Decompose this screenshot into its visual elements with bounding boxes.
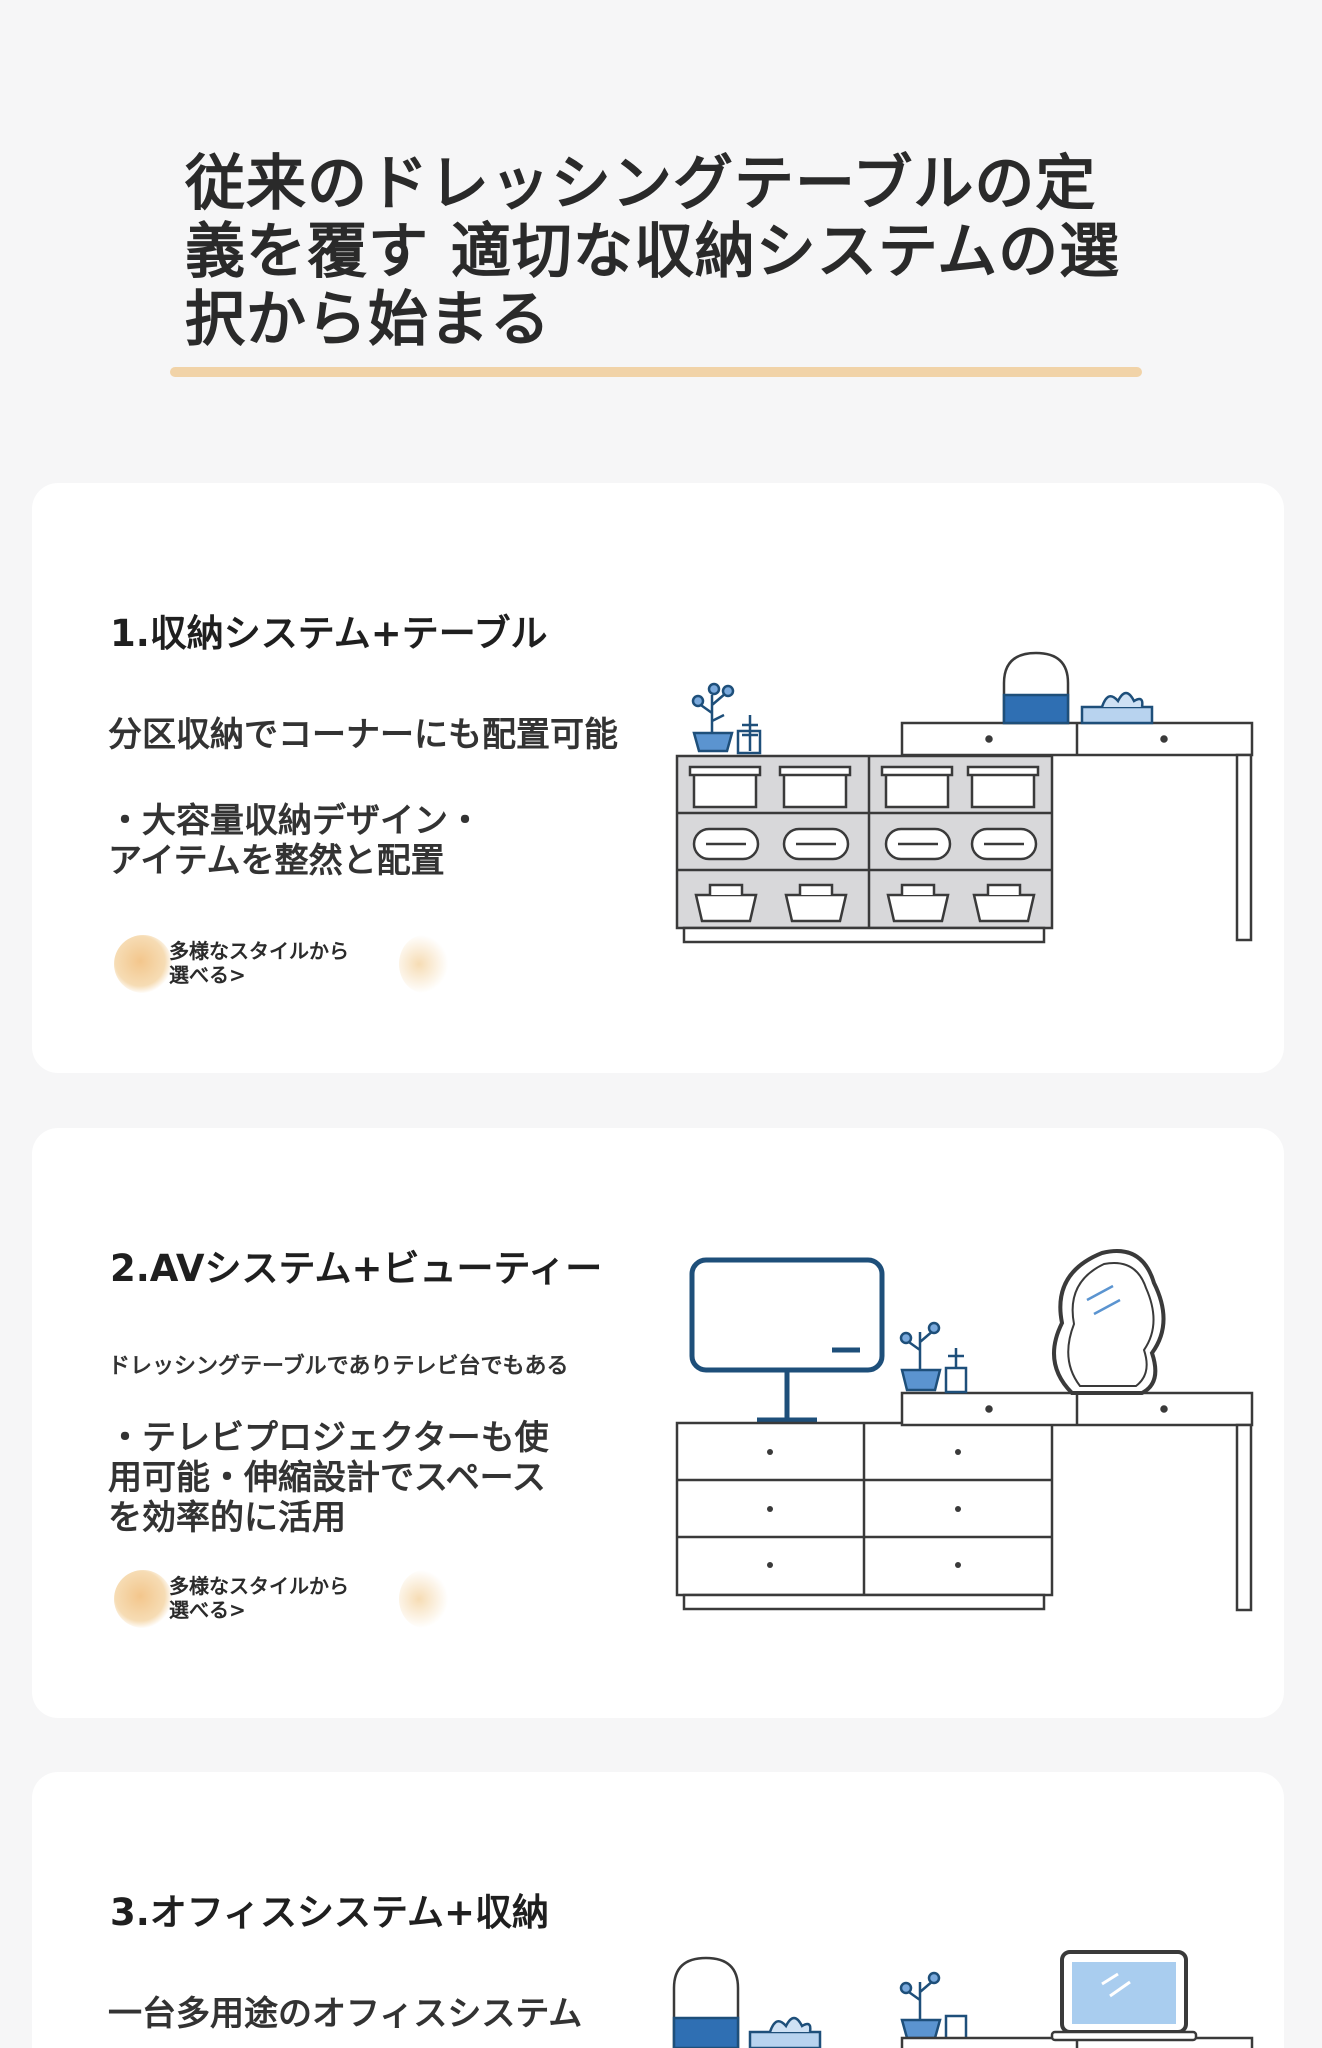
card-body-line-2: アイテムを整然と配置: [108, 841, 445, 881]
card-heading: 1.収納システム+テーブル: [110, 612, 548, 655]
link-line-2: 選べる>: [169, 963, 246, 987]
card-subtitle: 分区収納でコーナーにも配置可能: [108, 715, 618, 755]
page-title-line-2: 義を覆す 適切な収納システムの選: [185, 217, 1121, 287]
card-body: ・テレビプロジェクターも使 用可能・伸縮設計でスペース を効率的に活用: [108, 1418, 628, 1538]
potted-plant-icon: [691, 682, 762, 755]
page-title: 従来のドレッシングテーブルの定 義を覆す 適切な収納システムの選 択から始まる: [185, 150, 1135, 354]
link-line-1: 多様なスタイルから: [169, 1574, 349, 1598]
av-dresser-illustration: [675, 1249, 1254, 1612]
card-body-line-2: 用可能・伸縮設計でスペース: [108, 1458, 546, 1498]
choose-style-link[interactable]: 多様なスタイルから 選べる>: [114, 933, 449, 993]
choose-style-link[interactable]: 多様なスタイルから 選べる>: [114, 1568, 449, 1628]
mirror-icon: [1052, 1249, 1166, 1395]
card-body: ・大容量収納デザイン・ アイテムを整然と配置: [108, 801, 628, 881]
office-desk-illustration: [672, 1950, 1254, 2048]
page-title-line-3: 択から始まる: [185, 285, 551, 355]
title-underline: [170, 367, 1142, 377]
card-body-line-1: ・大容量収納デザイン・: [108, 801, 482, 841]
potted-plant-icon: [899, 1321, 968, 1394]
card-body-line-3: を効率的に活用: [108, 1498, 346, 1538]
monitor-icon: [689, 1257, 885, 1423]
potted-plant-icon: [899, 1971, 968, 2042]
link-line-1: 多様なスタイルから: [169, 939, 349, 963]
storage-dresser-illustration: [675, 651, 1254, 944]
card-subtitle: 一台多用途のオフィスシステム: [108, 1994, 583, 2034]
card-body-line-1: ・テレビプロジェクターも使: [108, 1418, 549, 1458]
bag-icon: [1002, 651, 1070, 725]
card-subtitle: ドレッシングテーブルでありテレビ台でもある: [108, 1354, 569, 1379]
card-heading: 2.AVシステム+ビューティー: [110, 1247, 603, 1290]
card-heading: 3.オフィスシステム+収納: [110, 1891, 549, 1934]
storage-system-card: 1.収納システム+テーブル 分区収納でコーナーにも配置可能 ・大容量収納デザイン…: [32, 483, 1284, 1073]
tissue-box-icon: [1080, 691, 1154, 725]
link-line-2: 選べる>: [169, 1598, 246, 1622]
av-beauty-card: 2.AVシステム+ビューティー ドレッシングテーブルでありテレビ台でもある ・テ…: [32, 1128, 1284, 1718]
tissue-box-icon: [748, 2016, 822, 2048]
page-title-line-1: 従来のドレッシングテーブルの定: [185, 149, 1097, 219]
office-system-card: 3.オフィスシステム+収納 一台多用途のオフィスシステム: [32, 1772, 1284, 2048]
bag-icon: [672, 1956, 740, 2048]
laptop-icon: [1050, 1950, 1198, 2042]
